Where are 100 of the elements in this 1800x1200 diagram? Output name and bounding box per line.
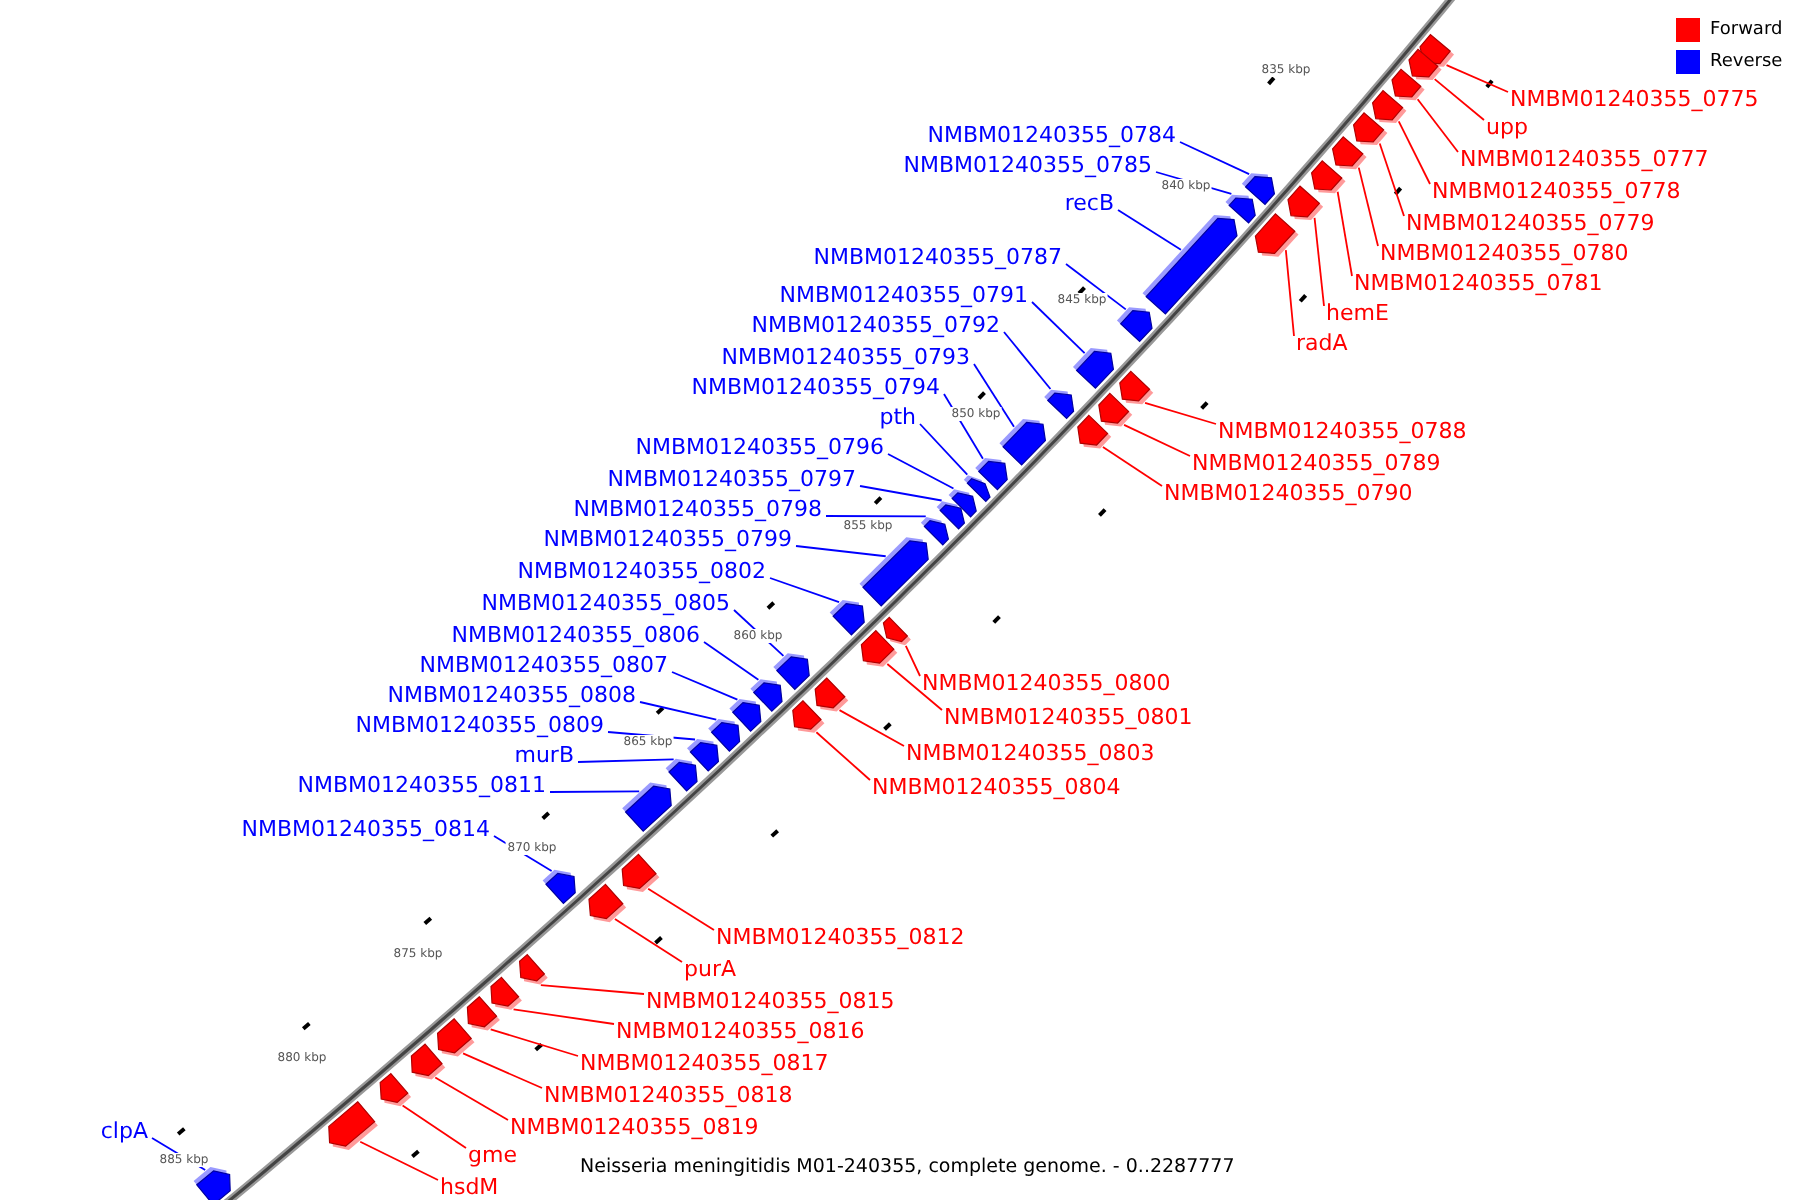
gene-label: hemE [1326,302,1389,326]
gene-glyph [622,782,672,833]
gene-label: NMBM01240355_0778 [1432,180,1681,204]
leader-line [512,1008,615,1025]
gene-glyph [1331,135,1367,170]
gene-label: NMBM01240355_0811 [297,774,546,798]
gene-glyph [588,883,627,923]
leader-line [703,641,760,681]
gene-glyph [542,869,576,905]
gene-glyph [466,995,500,1031]
gene-glyph [859,537,929,607]
gene-glyph [1116,307,1153,343]
gene-label: NMBM01240355_0797 [607,468,856,492]
leader-line [671,671,739,701]
gene-glyph [410,1043,446,1080]
gene-glyph [621,853,660,893]
leader-line [462,1052,543,1089]
gene-label: NMBM01240355_0790 [1164,482,1413,506]
gene-label: clpA [100,1120,148,1144]
gene-glyph [1098,392,1133,427]
gene-glyph [518,953,548,985]
gene-label: NMBM01240355_0794 [691,376,940,400]
gene-label: NMBM01240355_0784 [927,124,1176,148]
leader-line [859,485,943,502]
legend-label: Forward [1710,18,1783,42]
gene-glyph [1408,48,1442,81]
gene-glyph [1044,389,1075,420]
gene-glyph [1371,89,1407,124]
leader-line [825,515,927,518]
leader-line [1102,446,1163,487]
gene-label: NMBM01240355_0777 [1460,148,1709,172]
gene-label: NMBM01240355_0818 [544,1084,793,1108]
gene-label: NMBM01240355_0816 [616,1020,865,1044]
gene-label: NMBM01240355_0779 [1406,212,1655,236]
gene-label: NMBM01240355_0787 [813,246,1062,270]
gene-label: NMBM01240355_0805 [481,592,730,616]
leader-line [838,709,905,747]
leader-line [639,701,718,721]
gene-label: NMBM01240355_0792 [751,314,1000,338]
leader-line [1445,64,1509,93]
gene-label: NMBM01240355_0819 [510,1116,759,1140]
gene-glyph [829,600,865,636]
leader-line [769,577,840,603]
gene-label: NMBM01240355_0781 [1354,272,1603,296]
gene-label: NMBM01240355_0788 [1218,420,1467,444]
gene-glyph [665,758,698,792]
leader-line [1117,209,1182,251]
gene-glyph [882,616,911,646]
leader-line [1065,263,1127,311]
leader-line [886,663,943,711]
gene-glyph [1119,370,1154,405]
leader-line [795,545,887,558]
caption: Neisseria meningitidis M01-240355, complete genome. - 0..2287777 [580,1156,1235,1180]
gene-label: gme [468,1144,517,1168]
gene-label: radA [1296,332,1348,356]
gene-glyph [1310,159,1346,194]
gene-label: NMBM01240355_0804 [872,776,1121,800]
leader-line [434,1076,509,1121]
leader-line [1397,120,1431,185]
gene-glyph [792,699,825,733]
leader-line [549,790,641,793]
gene-glyph [379,1072,412,1107]
leader-line [815,731,871,781]
gene-glyph [1142,215,1238,315]
leader-line [1357,166,1379,247]
leader-line [1123,424,1191,457]
gene-label: NMBM01240355_0793 [721,346,970,370]
leader-line [539,984,645,995]
gene-label: NMBM01240355_0817 [580,1052,829,1076]
gene-glyph [490,976,522,1010]
gene-glyph [999,418,1047,466]
leader-line [973,363,1015,428]
gene-glyph [1391,68,1425,101]
leader-line [359,1140,439,1181]
gene-label: upp [1486,116,1528,140]
gene-label: NMBM01240355_0798 [573,498,822,522]
gene-label: murB [514,744,574,768]
leader-line [1336,190,1353,277]
legend-label: Reverse [1710,50,1783,74]
gene-label: NMBM01240355_0806 [451,624,700,648]
leader-line [887,453,955,490]
gene-glyph [1072,347,1115,390]
gene-label: NMBM01240355_0809 [355,714,604,738]
gene-label: NMBM01240355_0791 [779,284,1028,308]
leader-line [489,1028,579,1057]
gene-label: NMBM01240355_0775 [1510,88,1759,112]
leader-line [1416,98,1459,153]
gene-glyph [1352,111,1388,146]
gene-label: NMBM01240355_0785 [903,154,1152,178]
gene-label: hsdM [440,1176,499,1200]
gene-glyph [1254,212,1299,257]
leader-line [401,1104,467,1149]
leader-line [904,645,921,677]
gene-label: NMBM01240355_0800 [922,672,1171,696]
gene-label: NMBM01240355_0789 [1192,452,1441,476]
leader-line [647,887,715,931]
gene-label: NMBM01240355_0801 [944,706,1193,730]
leader-line [1378,142,1405,217]
gene-label: NMBM01240355_0808 [387,684,636,708]
gene-label: NMBM01240355_0807 [419,654,668,678]
